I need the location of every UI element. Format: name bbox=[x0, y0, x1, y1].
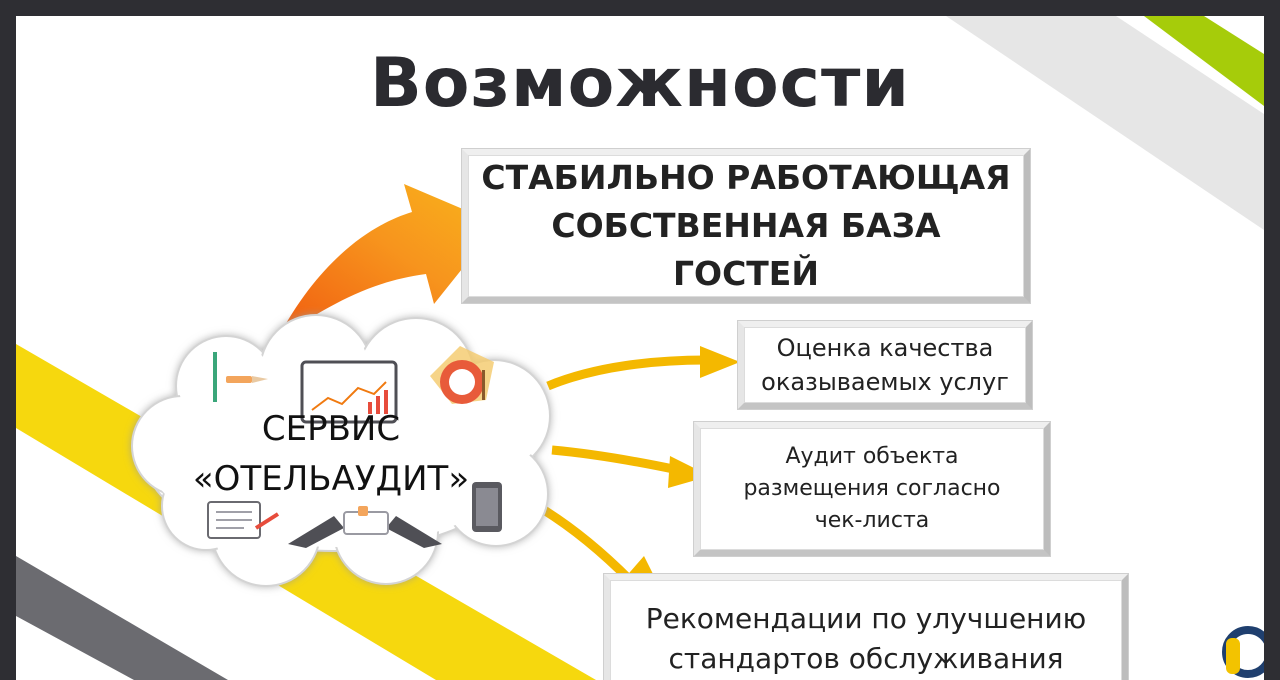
quality-assessment-line2: оказываемых услуг bbox=[761, 368, 1009, 396]
main-goal-line2: СОБСТВЕННАЯ БАЗА bbox=[551, 206, 941, 245]
audit-checklist-box: Аудит объекта размещения согласно чек-ли… bbox=[694, 422, 1050, 556]
quality-assessment-line1: Оценка качества bbox=[776, 334, 994, 362]
clipboard-icon bbox=[207, 501, 280, 539]
stripe-gray bbox=[16, 556, 228, 680]
page-title: Возможности bbox=[369, 44, 911, 123]
audit-checklist-line2: размещения согласно bbox=[743, 476, 1001, 501]
audit-checklist-line3: чек-листа bbox=[814, 508, 930, 533]
pencil-icon bbox=[213, 352, 268, 402]
service-label-line2: «ОТЕЛЬАУДИТ» bbox=[192, 459, 470, 499]
service-label: СЕРВИС «ОТЕЛЬАУДИТ» bbox=[186, 404, 476, 504]
main-goal-line3: ГОСТЕЙ bbox=[673, 254, 819, 293]
arrow-to-box2 bbox=[551, 445, 679, 475]
recommendations-box: Рекомендации по улучшению стандартов обс… bbox=[604, 574, 1128, 680]
arrow-head-box1 bbox=[700, 346, 740, 378]
plate-icon bbox=[430, 346, 494, 404]
slide: Возможности СТАБИЛЬНО РАБОТАЮЩАЯ СОБСТВЕ… bbox=[16, 16, 1264, 680]
handshake-icon bbox=[288, 506, 442, 548]
logo-icon bbox=[1222, 626, 1264, 678]
phone-icon bbox=[472, 482, 502, 532]
service-label-line1: СЕРВИС bbox=[261, 409, 401, 449]
background-decoration bbox=[16, 16, 1264, 680]
arrow-head-box2 bbox=[668, 456, 710, 488]
main-goal-box: СТАБИЛЬНО РАБОТАЮЩАЯ СОБСТВЕННАЯ БАЗА ГО… bbox=[462, 149, 1030, 303]
tablet-chart-icon bbox=[300, 360, 398, 424]
stripe-green bbox=[1144, 16, 1264, 106]
arrow-to-box3 bbox=[541, 506, 634, 584]
arrow-to-box1 bbox=[546, 355, 707, 391]
main-goal-line1: СТАБИЛЬНО РАБОТАЮЩАЯ bbox=[481, 158, 1011, 197]
audit-checklist-line1: Аудит объекта bbox=[785, 444, 959, 469]
big-arrow bbox=[278, 184, 498, 338]
stripe-light-gray bbox=[946, 16, 1264, 230]
recommendations-line1: Рекомендации по улучшению bbox=[645, 602, 1087, 635]
recommendations-line2: стандартов обслуживания bbox=[668, 642, 1064, 675]
quality-assessment-box: Оценка качества оказываемых услуг bbox=[738, 321, 1032, 409]
